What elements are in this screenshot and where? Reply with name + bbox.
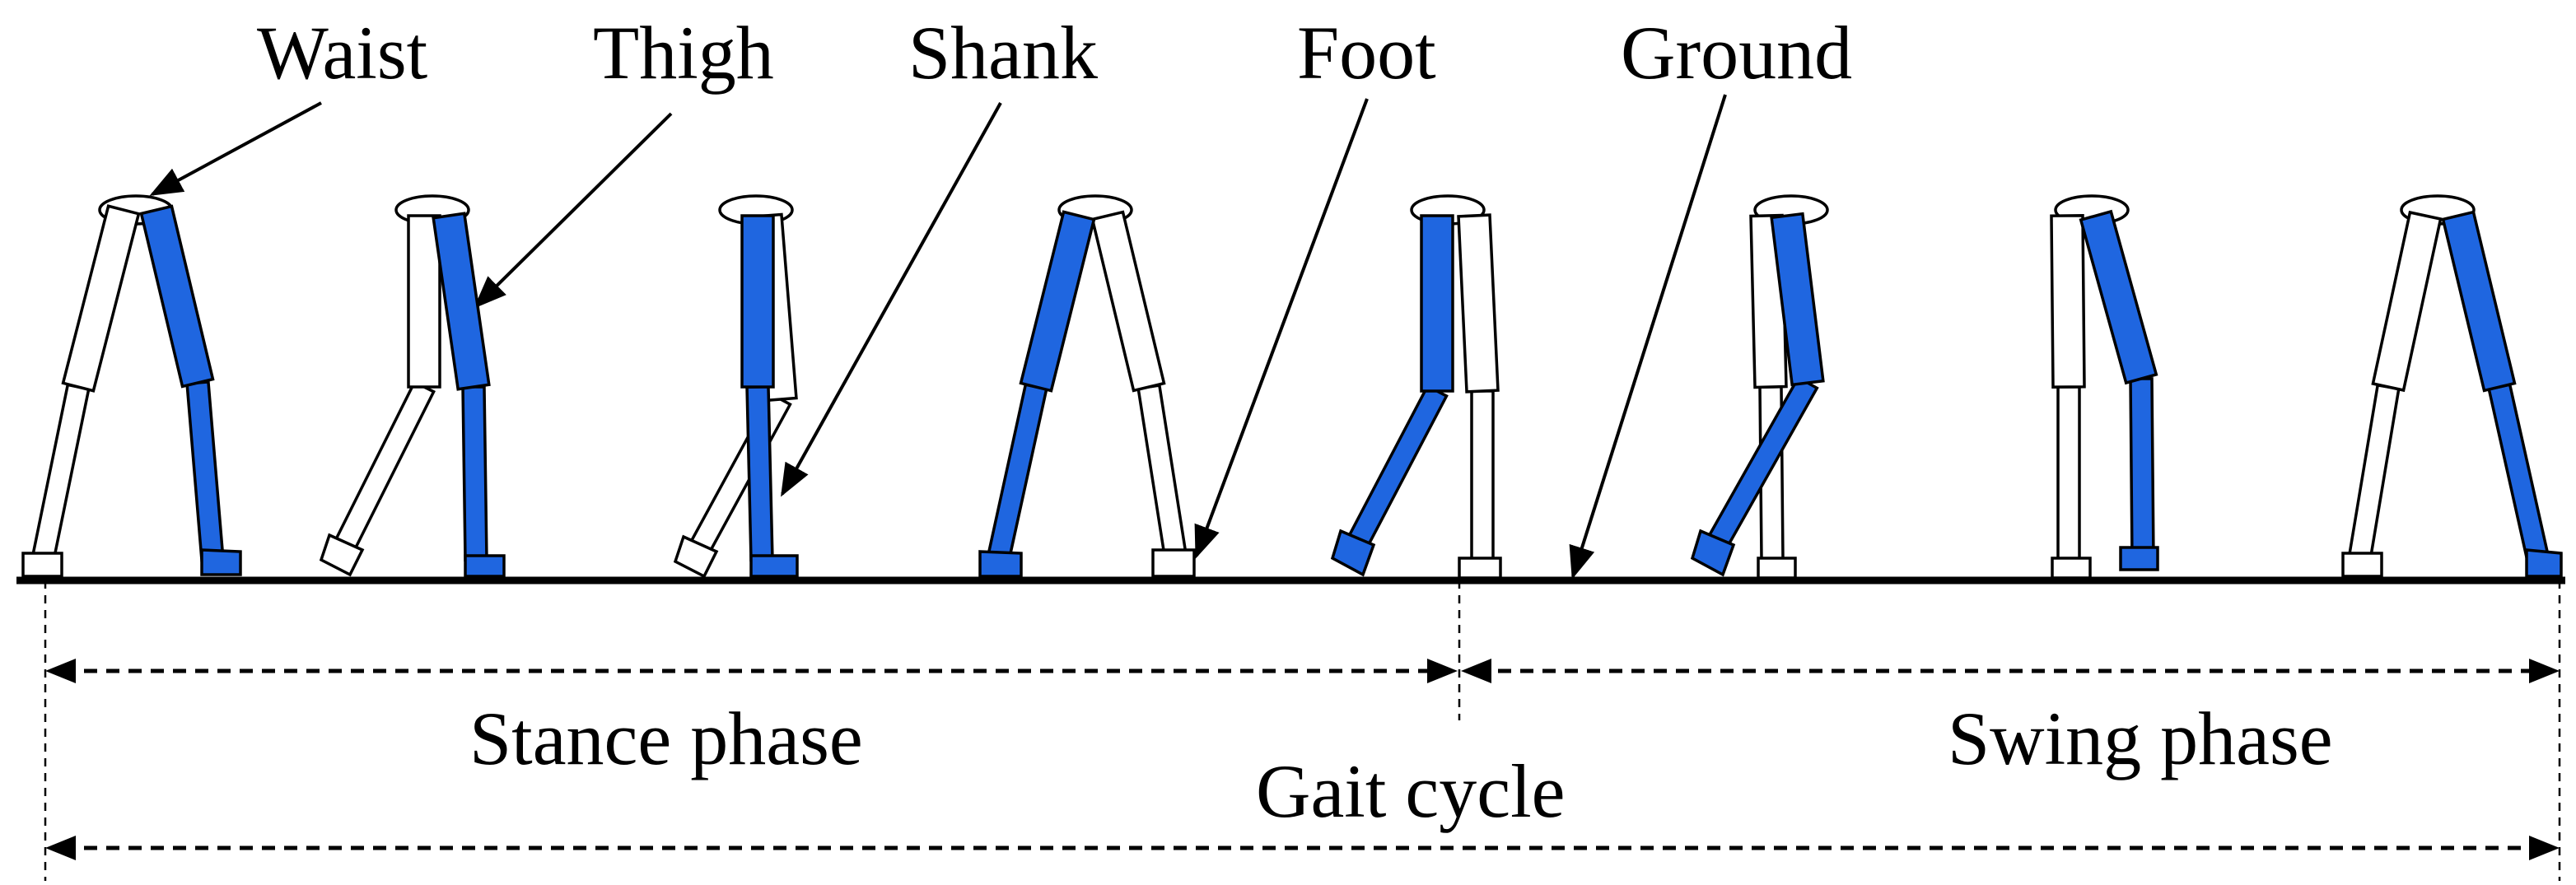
right-shank xyxy=(461,385,488,561)
right-shank xyxy=(185,380,225,562)
label-waist: Waist xyxy=(257,11,428,95)
right-thigh xyxy=(740,214,775,389)
left-shank xyxy=(2056,385,2081,561)
stance-phase-span xyxy=(45,659,1458,683)
pointer-waist xyxy=(149,101,322,196)
walking-figure xyxy=(2050,194,2159,580)
left-thigh xyxy=(407,214,441,389)
pointer-shank xyxy=(781,102,1002,497)
right-foot xyxy=(2525,548,2563,578)
left-shank xyxy=(688,392,792,555)
right-foot xyxy=(1690,529,1736,577)
right-shank xyxy=(745,384,774,562)
label-gait-cycle: Gait cycle xyxy=(1256,749,1565,833)
left-foot xyxy=(1151,548,1196,578)
right-foot xyxy=(200,548,242,576)
right-shank xyxy=(1346,384,1449,551)
walking-figure xyxy=(319,194,506,578)
pointer-foot xyxy=(1194,98,1369,559)
left-shank xyxy=(30,383,91,564)
right-thigh xyxy=(1019,210,1096,393)
right-thigh xyxy=(1770,212,1825,387)
left-shank xyxy=(334,380,436,551)
right-shank xyxy=(986,383,1048,564)
label-swing-phase: Swing phase xyxy=(1948,696,2333,780)
left-foot xyxy=(1757,557,1797,580)
left-foot xyxy=(1458,557,1502,580)
right-foot xyxy=(978,550,1023,578)
right-foot xyxy=(2119,546,2159,571)
left-thigh xyxy=(2371,210,2443,393)
left-foot xyxy=(2341,552,2383,578)
left-foot xyxy=(2051,557,2092,580)
left-shank xyxy=(2347,383,2401,564)
walking-figure xyxy=(1690,194,1829,580)
label-foot: Foot xyxy=(1297,11,1436,95)
walking-figure xyxy=(21,194,242,578)
label-shank: Shank xyxy=(908,11,1098,95)
right-thigh xyxy=(2441,210,2517,393)
right-shank xyxy=(2487,383,2550,564)
right-foot xyxy=(749,554,799,578)
pointer-thigh xyxy=(474,112,673,309)
swing-phase-span xyxy=(1461,659,2560,683)
left-thigh xyxy=(61,204,141,393)
walking-figure xyxy=(978,194,1196,578)
right-foot xyxy=(464,554,506,578)
left-foot xyxy=(673,534,719,579)
gait-cycle-span xyxy=(45,836,2560,860)
left-thigh xyxy=(1457,213,1500,394)
right-thigh xyxy=(432,212,491,391)
walking-figures xyxy=(21,194,2563,580)
label-thigh: Thigh xyxy=(593,11,774,95)
right-foot xyxy=(1330,529,1376,577)
pointer-ground xyxy=(1569,94,1727,580)
right-thigh xyxy=(139,204,215,389)
left-thigh xyxy=(1090,210,1166,393)
left-shank xyxy=(1136,383,1188,564)
left-thigh xyxy=(2050,214,2086,389)
label-ground: Ground xyxy=(1621,11,1852,95)
right-shank xyxy=(2129,377,2155,561)
walking-figure xyxy=(673,194,799,579)
walking-figure xyxy=(2341,194,2563,578)
left-shank xyxy=(1470,389,1495,561)
walking-figure xyxy=(1330,194,1502,580)
left-foot xyxy=(21,552,63,578)
left-foot xyxy=(319,533,365,577)
right-thigh xyxy=(2079,209,2158,385)
label-stance-phase: Stance phase xyxy=(469,696,863,780)
pointer-arrows xyxy=(149,94,1727,580)
right-thigh xyxy=(1420,214,1454,393)
